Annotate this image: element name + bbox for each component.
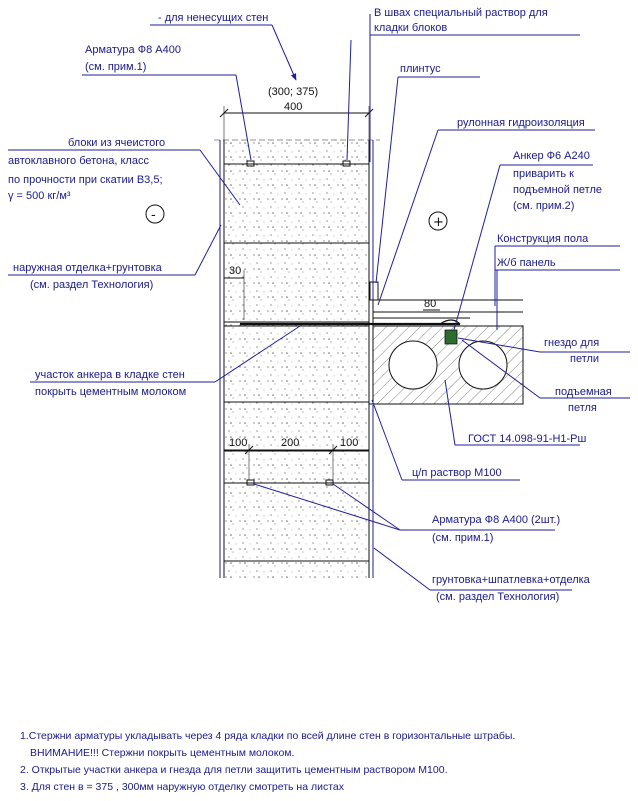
label-rebar-bottom-2: (см. прим.1)	[432, 532, 493, 544]
dim-200-text: 200	[281, 437, 299, 449]
label-anchor-2: приварить к	[513, 168, 574, 180]
label-anchor-section-2: покрыть цементным молоком	[35, 386, 186, 398]
minus-sign: -	[145, 204, 165, 224]
label-lifting-loop-1: подъемная	[555, 386, 612, 398]
label-blocks-1: блоки из ячеистого	[68, 137, 165, 149]
dim-100a-text: 100	[229, 437, 247, 449]
dim-30-text: 30	[229, 265, 241, 277]
label-inner-finish-1: грунтовка+шпатлевка+отделка	[432, 574, 591, 586]
label-loop-socket-2: петли	[570, 353, 599, 365]
minus-sign-text: -	[151, 208, 156, 223]
label-gost: ГОСТ 14.098-91-Н1-Рш	[468, 433, 587, 445]
dim-alt-text: (300; 375)	[268, 86, 318, 98]
label-anchor-3: подъемной петле	[513, 184, 602, 196]
label-blocks-4: γ = 500 кг/м³	[8, 190, 71, 202]
label-inner-finish-2: (см. раздел Технология)	[436, 591, 559, 603]
leader-lines	[8, 14, 630, 591]
label-loop-socket-1: гнездо для	[544, 337, 599, 349]
note-1-warning: ВНИМАНИЕ!!! Стержни покрыть цементным мо…	[30, 747, 294, 759]
label-joint-mortar-2: кладки блоков	[374, 22, 447, 34]
note-1: 1.Стержни арматуры укладывать через 4 ря…	[20, 730, 515, 742]
dim-100b-text: 100	[340, 437, 358, 449]
dimensions: (300; 375) 400 30 80 100 200 100	[219, 86, 440, 480]
label-anchor-4: (см. прим.2)	[513, 200, 574, 212]
label-anchor-section-1: участок анкера в кладке стен	[35, 369, 185, 381]
label-rebar-top-2: (см. прим.1)	[85, 61, 146, 73]
note-2: 2. Открытые участки анкера и гнезда для …	[20, 764, 447, 776]
label-plinth: плинтус	[400, 63, 441, 75]
top-rebars	[246, 160, 351, 167]
plus-sign: +	[428, 211, 448, 231]
label-joint-mortar-1: В швах специальный раствор для	[374, 7, 548, 19]
dim-80-text: 80	[424, 298, 436, 310]
dim-400-text: 400	[284, 101, 302, 113]
bottom-rebars	[246, 479, 334, 486]
floor-slab	[369, 281, 524, 405]
label-nonbearing-walls: - для ненесущих стен	[158, 12, 268, 24]
notes: 1.Стержни арматуры укладывать через 4 ря…	[20, 730, 515, 793]
labels: - для ненесущих стен В швах специальный …	[8, 7, 612, 603]
note-3: 3. Для стен в = 375 , 300мм наружную отд…	[20, 781, 345, 793]
wall-section	[214, 139, 380, 578]
label-outer-finish-2: (см. раздел Технология)	[30, 279, 153, 291]
label-outer-finish-1: наружная отделка+грунтовка	[13, 262, 163, 274]
label-waterproofing: рулонная гидроизоляция	[457, 117, 585, 129]
label-blocks-2: автоклавного бетона, класс	[8, 155, 149, 167]
label-anchor-1: Анкер Ф6 А240	[513, 150, 590, 162]
label-lifting-loop-2: петля	[568, 402, 597, 414]
label-floor-structure: Конструкция пола	[497, 233, 589, 245]
label-rc-panel: Ж/б панель	[497, 257, 556, 269]
anchor-bar	[240, 319, 461, 326]
label-blocks-3: по прочности при скатии В3,5;	[8, 174, 163, 186]
label-rebar-top-1: Арматура Ф8 А400	[85, 44, 181, 56]
plus-sign-text: +	[433, 215, 444, 230]
label-mortar-m100: ц/п раствор М100	[412, 467, 502, 479]
label-rebar-bottom-1: Арматура Ф8 А400 (2шт.)	[432, 514, 560, 526]
